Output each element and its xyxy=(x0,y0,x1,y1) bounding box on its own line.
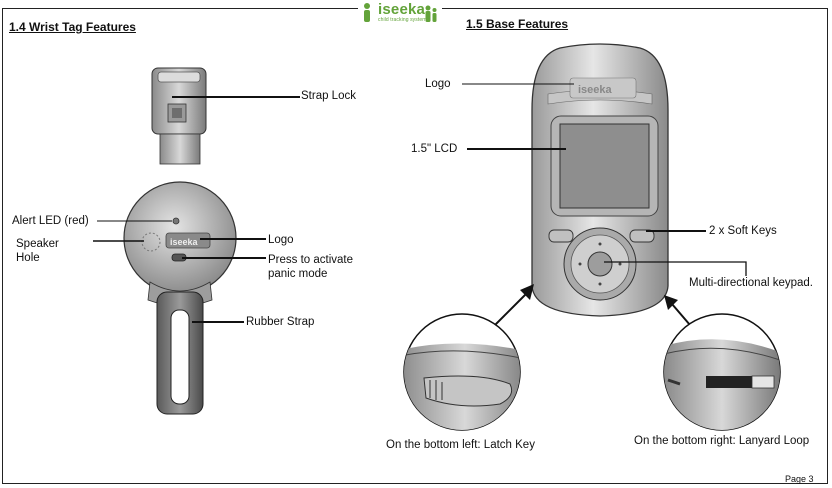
label-rubber-strap: Rubber Strap xyxy=(246,316,315,328)
label-tag-logo: Logo xyxy=(268,234,294,246)
label-latch-key: On the bottom left: Latch Key xyxy=(386,439,535,451)
label-press-line1: Press to activate xyxy=(268,254,354,266)
label-lcd: 1.5" LCD xyxy=(411,143,458,155)
page-number: Page 3 xyxy=(785,474,814,484)
label-speaker-line2: Hole xyxy=(16,252,40,264)
label-keypad: Multi-directional keypad. xyxy=(689,277,814,289)
label-base-logo: Logo xyxy=(425,78,451,90)
brand-tagline: child tracking systems xyxy=(378,17,430,23)
base-unit-device xyxy=(531,43,669,317)
wrist-tag-heading: 1.4 Wrist Tag Features xyxy=(9,20,136,34)
label-strap-lock: Strap Lock xyxy=(301,90,356,102)
label-speaker-line1: Speaker xyxy=(16,238,59,250)
child-figures-icon xyxy=(425,5,437,22)
lanyard-loop-detail xyxy=(663,313,781,431)
brand-name: iseeka xyxy=(378,1,426,18)
brand-mark-icon xyxy=(364,3,370,22)
label-alert-led: Alert LED (red) xyxy=(12,215,89,227)
label-soft-keys: 2 x Soft Keys xyxy=(709,225,777,237)
latch-key-detail xyxy=(403,313,521,431)
base-logo-text: iseeka xyxy=(578,84,613,96)
label-press-line2: panic mode xyxy=(268,268,328,280)
wrist-tag-logo-text: iseeka xyxy=(170,237,199,247)
leader-keypad xyxy=(604,261,747,276)
label-lanyard-loop: On the bottom right: Lanyard Loop xyxy=(634,435,810,447)
wrist-tag-device xyxy=(123,67,237,415)
base-features-heading: 1.5 Base Features xyxy=(466,17,569,31)
brand-logo: iseeka child tracking systems xyxy=(358,0,442,28)
